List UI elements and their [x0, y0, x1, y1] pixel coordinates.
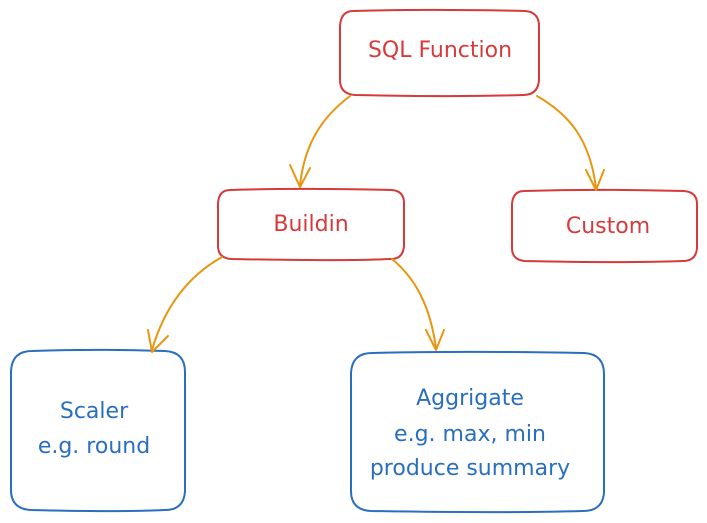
edge-buildin-to-aggrigate: [391, 258, 445, 351]
edge-sql-to-custom: [536, 95, 605, 191]
node-aggrigate: Aggrigate e.g. max, min produce summary: [350, 350, 605, 514]
node-custom-label: Custom: [566, 214, 650, 239]
node-scaler-title: Scaler: [60, 399, 129, 424]
node-buildin-label: Buildin: [273, 212, 348, 237]
node-aggrigate-title: Aggrigate: [416, 386, 524, 411]
node-scaler-box: [10, 348, 186, 513]
node-sql-function: SQL Function: [339, 8, 540, 98]
edge-sql-to-buildin: [289, 95, 351, 188]
node-sql-function-label: SQL Function: [368, 38, 512, 63]
node-buildin: Buildin: [217, 187, 405, 262]
node-aggrigate-example: e.g. max, min: [394, 422, 546, 447]
node-scaler: Scaler e.g. round: [10, 348, 186, 513]
node-custom: Custom: [511, 188, 698, 264]
node-sql-function-box: [339, 8, 540, 98]
node-custom-box: [511, 188, 698, 264]
node-aggrigate-box: [350, 350, 605, 514]
node-aggrigate-description: produce summary: [370, 456, 570, 481]
node-scaler-example: e.g. round: [38, 434, 150, 459]
edge-buildin-to-scaler: [147, 256, 223, 353]
